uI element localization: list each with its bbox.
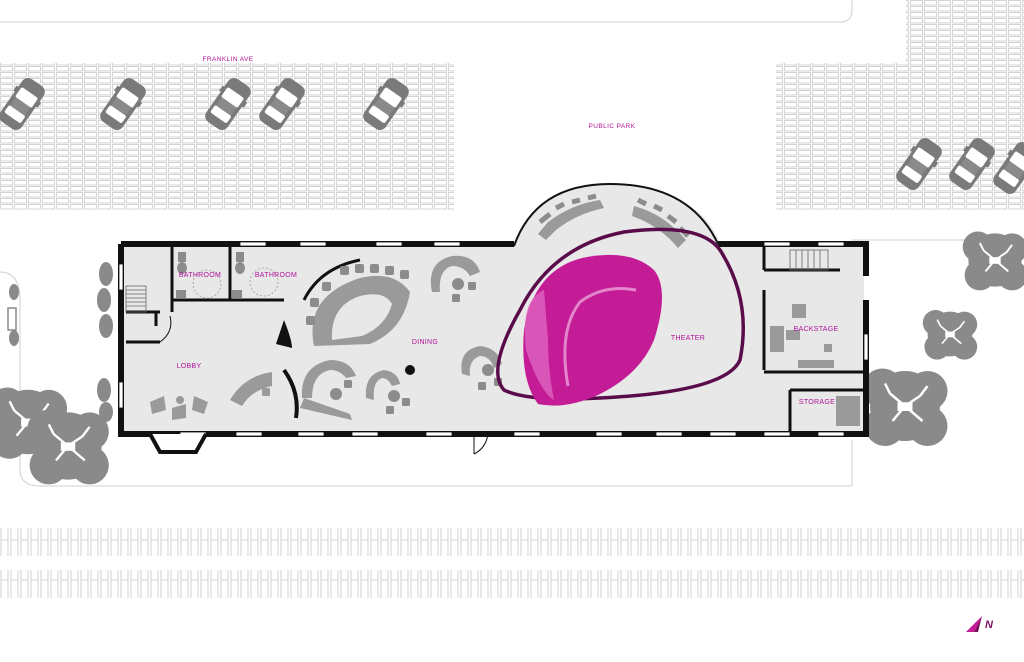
stage-arc (563, 287, 637, 387)
room-label-theater: THEATER (671, 335, 705, 342)
room-label-lobby: LOBBY (177, 363, 202, 370)
column (405, 365, 415, 375)
building-floor (118, 186, 864, 436)
bar-stools (306, 264, 409, 325)
curved-partition-north (302, 258, 361, 301)
room-label-bathroom-1: BATHROOM (179, 272, 221, 279)
bar-interior (331, 294, 392, 340)
curved-partition-south (282, 368, 299, 419)
shrub-row (7, 262, 113, 422)
room-labels: BATHROOM BATHROOM LOBBY DINING THEATER B… (177, 272, 839, 406)
tree-icon (861, 367, 949, 448)
lobby-door (159, 315, 172, 343)
park-label: PUBLIC PARK (589, 123, 636, 130)
backstage-stairs (789, 249, 829, 271)
room-label-bathroom-2: BATHROOM (255, 272, 297, 279)
sidewalk-edge (0, 271, 852, 487)
rail-track-south (0, 570, 1024, 598)
tree-icon (921, 309, 979, 361)
room-label-dining: DINING (412, 339, 438, 346)
tree-icon (25, 408, 111, 486)
park-paving (776, 63, 1024, 210)
lobby-furniture (150, 372, 272, 420)
stage-apron (524, 290, 554, 400)
room-label-storage: STORAGE (799, 399, 835, 406)
park-paving-north (906, 0, 1024, 63)
room-label-backstage: BACKSTAGE (794, 326, 839, 333)
south-entrance-door (473, 433, 489, 455)
theater-seating (538, 193, 690, 248)
dining-booths (300, 255, 502, 420)
curved-partition-wedge (276, 320, 292, 348)
north-arrow-letter: N (985, 619, 994, 631)
street-label: FRANKLIN AVE (203, 56, 254, 63)
north-arrow-icon: N (966, 616, 994, 632)
rail-track-north (0, 528, 1024, 556)
bay-window (148, 433, 208, 454)
backstage-furniture (770, 304, 860, 426)
tree-icon (961, 230, 1024, 292)
theater-ring (496, 227, 746, 401)
interior-walls (126, 246, 864, 432)
theater-stage (523, 254, 662, 406)
road-edge-top (0, 0, 853, 23)
lobby-stairs (125, 285, 147, 313)
bathroom-fixtures (176, 252, 279, 299)
